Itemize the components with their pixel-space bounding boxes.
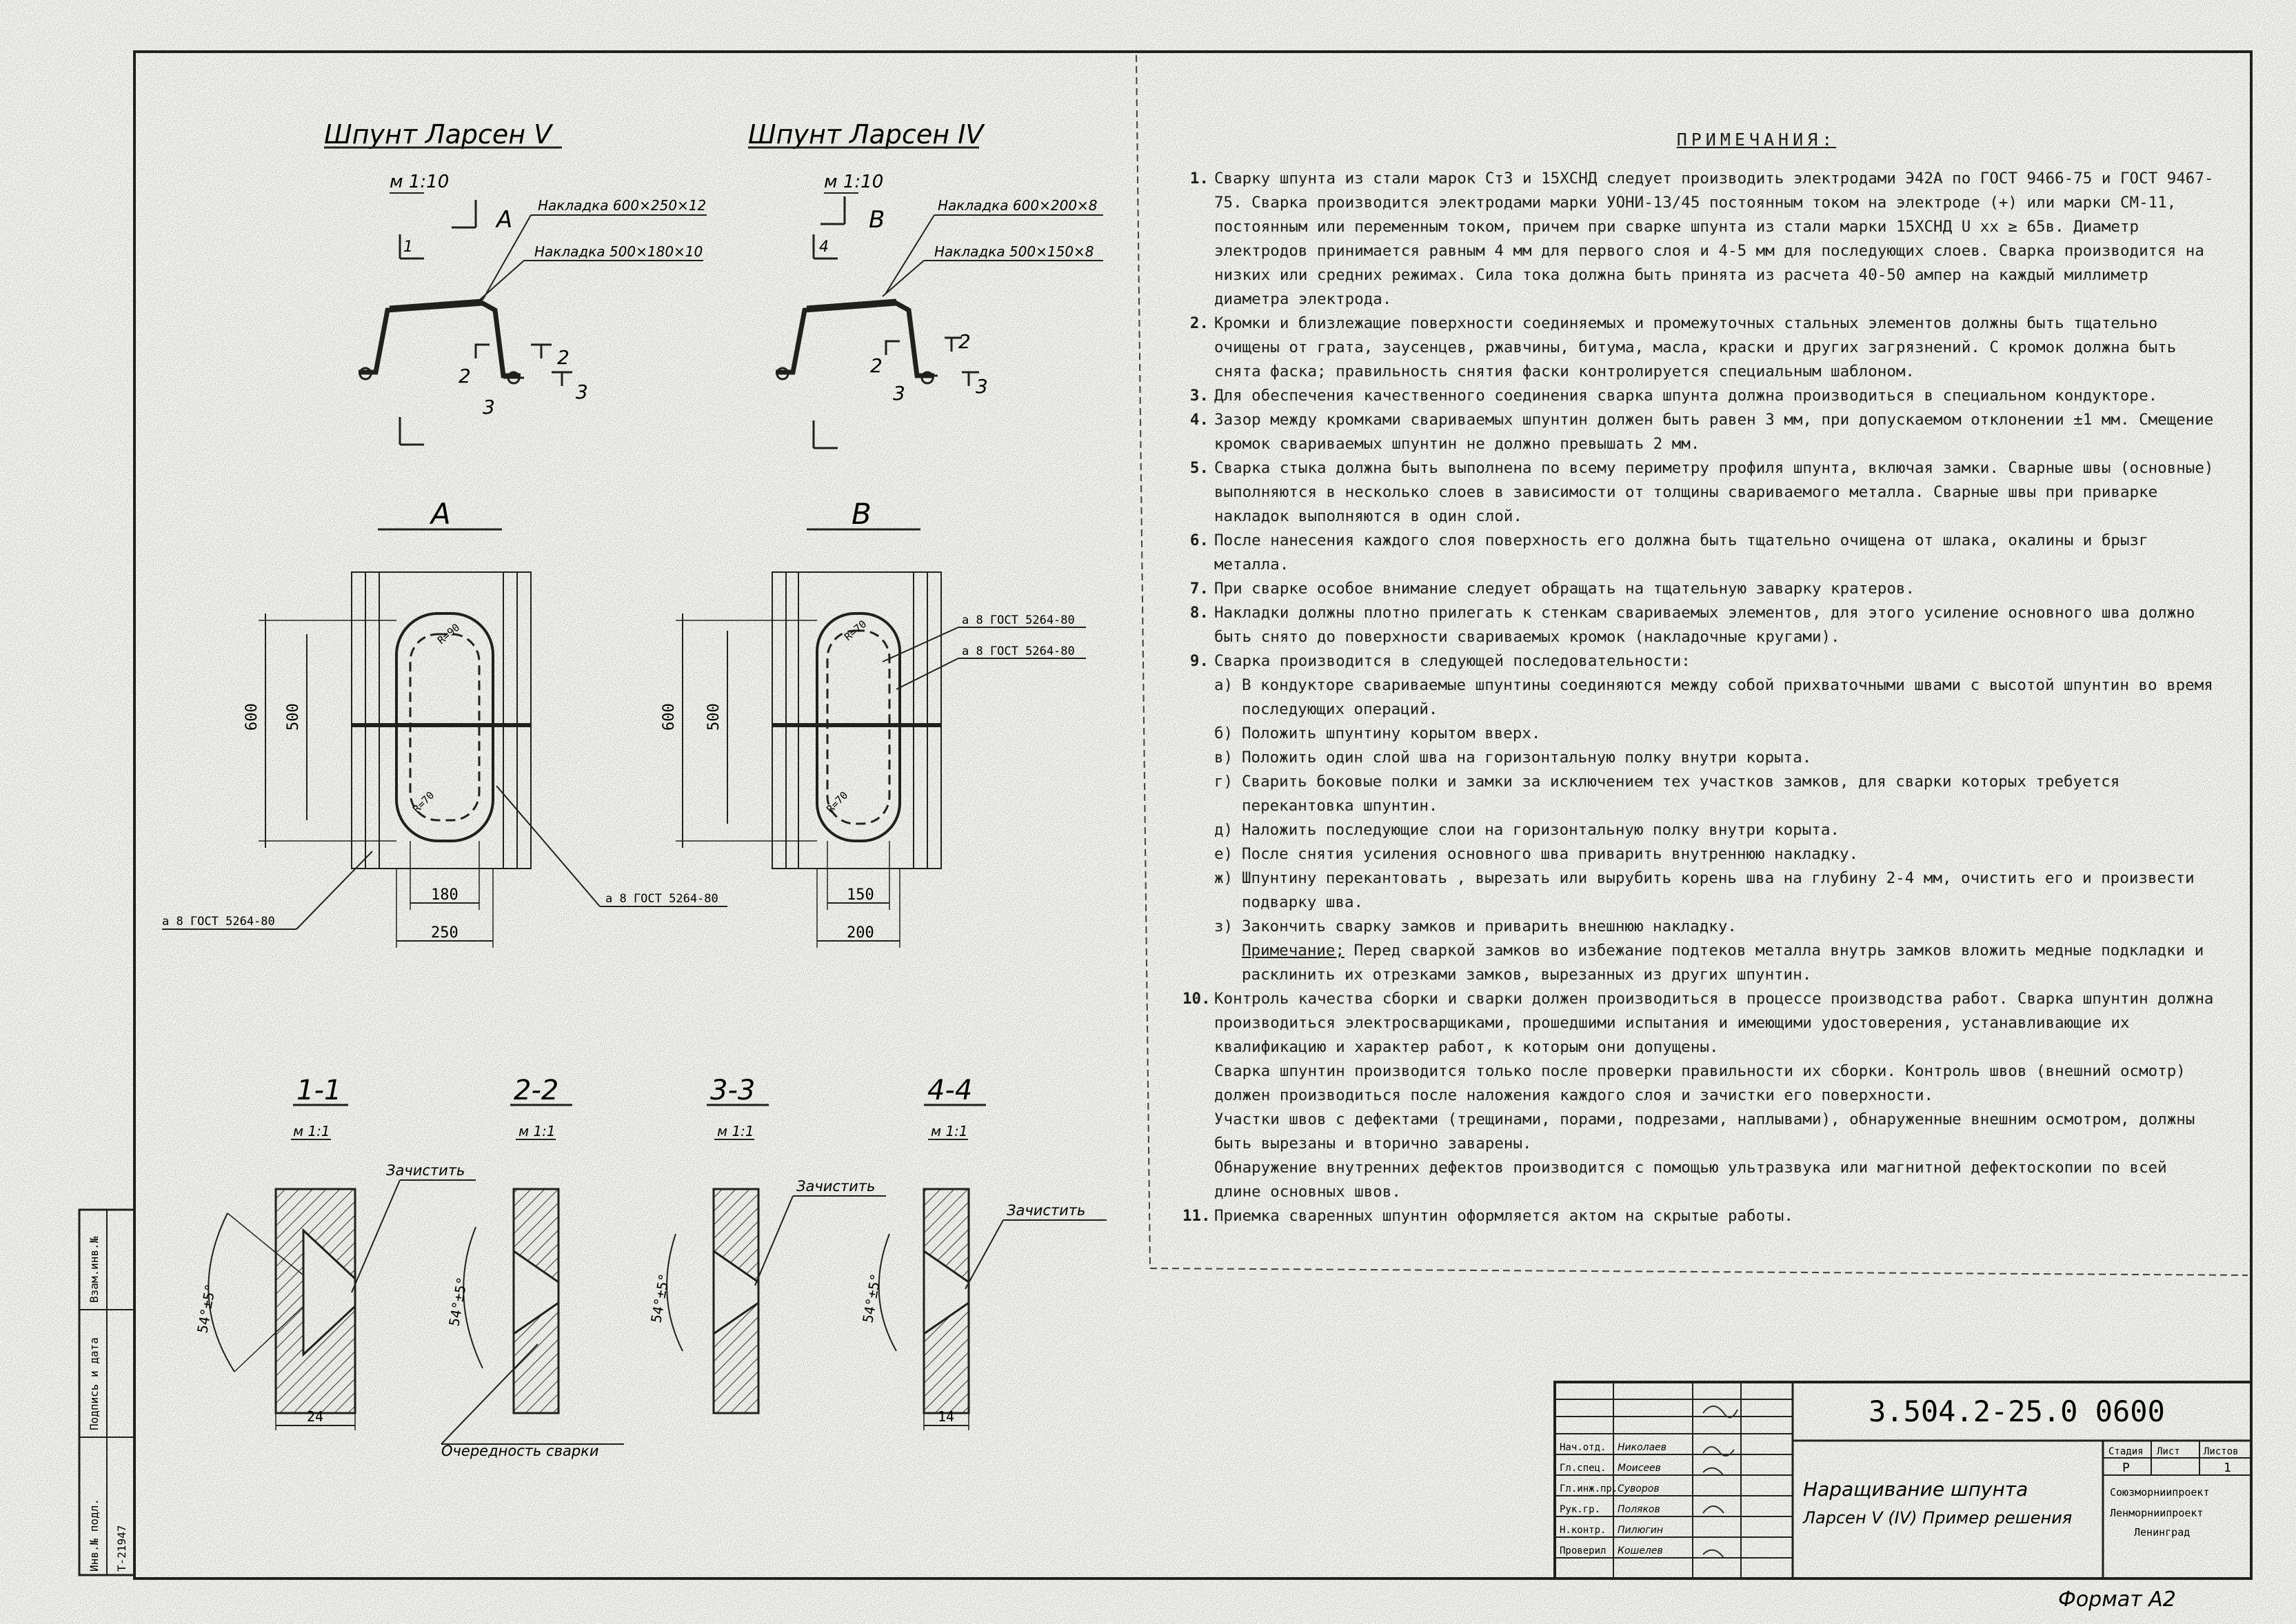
note-item: 2.Кромки и близлежащие поверхности соеди… [1189,314,2177,380]
note-item: 3.Для обеспечения качественного соединен… [1189,387,2158,405]
subnote-label: Примечание; [1242,942,1345,960]
note-item: 6.После нанесения каждого слоя поверхнос… [1189,531,2148,574]
step-item: г)Сварить боковые полки и замки за исклю… [1214,773,2120,815]
step-item: а)В кондукторе свариваемые шпунтины соед… [1214,676,2213,718]
note-item: 4.Зазор между кромками свариваемых шпунт… [1189,411,2214,453]
step-item: ж)Шпунтину перекантовать , вырезать или … [1214,869,2195,911]
note-item: 5.Сварка стыка должна быть выполнена по … [1189,459,2214,525]
step-item: в)Положить один слой шва на горизонтальн… [1214,749,1812,767]
step-subnote: Примечание; Перед сваркой замков во избе… [1242,939,2220,987]
note-item: 11.Приемка сваренных шпунтин оформляется… [1182,1207,1793,1225]
note-paragraph: Сварка шпунтин производится только после… [1214,1062,2186,1104]
note-item: 10.Контроль качества сборки и сварки дол… [1182,990,2214,1056]
notes-title: ПРИМЕЧАНИЯ: [1676,130,1837,150]
note-paragraph: Участки швов с дефектами (трещинами, пор… [1214,1110,2195,1153]
note-item: 1.Сварку шпунта из стали марок Ст3 и 15Х… [1189,170,2214,308]
step-item: з)Закончить сварку замков и приварить вн… [1214,917,1737,935]
note-item: 7.При сварке особое внимание следует обр… [1189,580,1915,598]
note-item: 9.Сварка производится в следующей послед… [1189,652,1691,670]
notes-block: ПРИМЕЧАНИЯ: 1.Сварку шпунта из стали мар… [1182,128,2220,1228]
note-item: 8.Накладки должны плотно прилегать к сте… [1189,604,2195,646]
step-item: д)Наложить последующие слои на горизонта… [1214,821,1840,839]
step-item: б)Положить шпунтину корытом вверх. [1214,724,1541,742]
note-paragraph: Обнаружение внутренних дефектов производ… [1214,1159,2167,1201]
step-item: е)После снятия усиления основного шва пр… [1214,845,1859,863]
subnote-text: Перед сваркой замков во избежание подтек… [1242,942,2204,984]
